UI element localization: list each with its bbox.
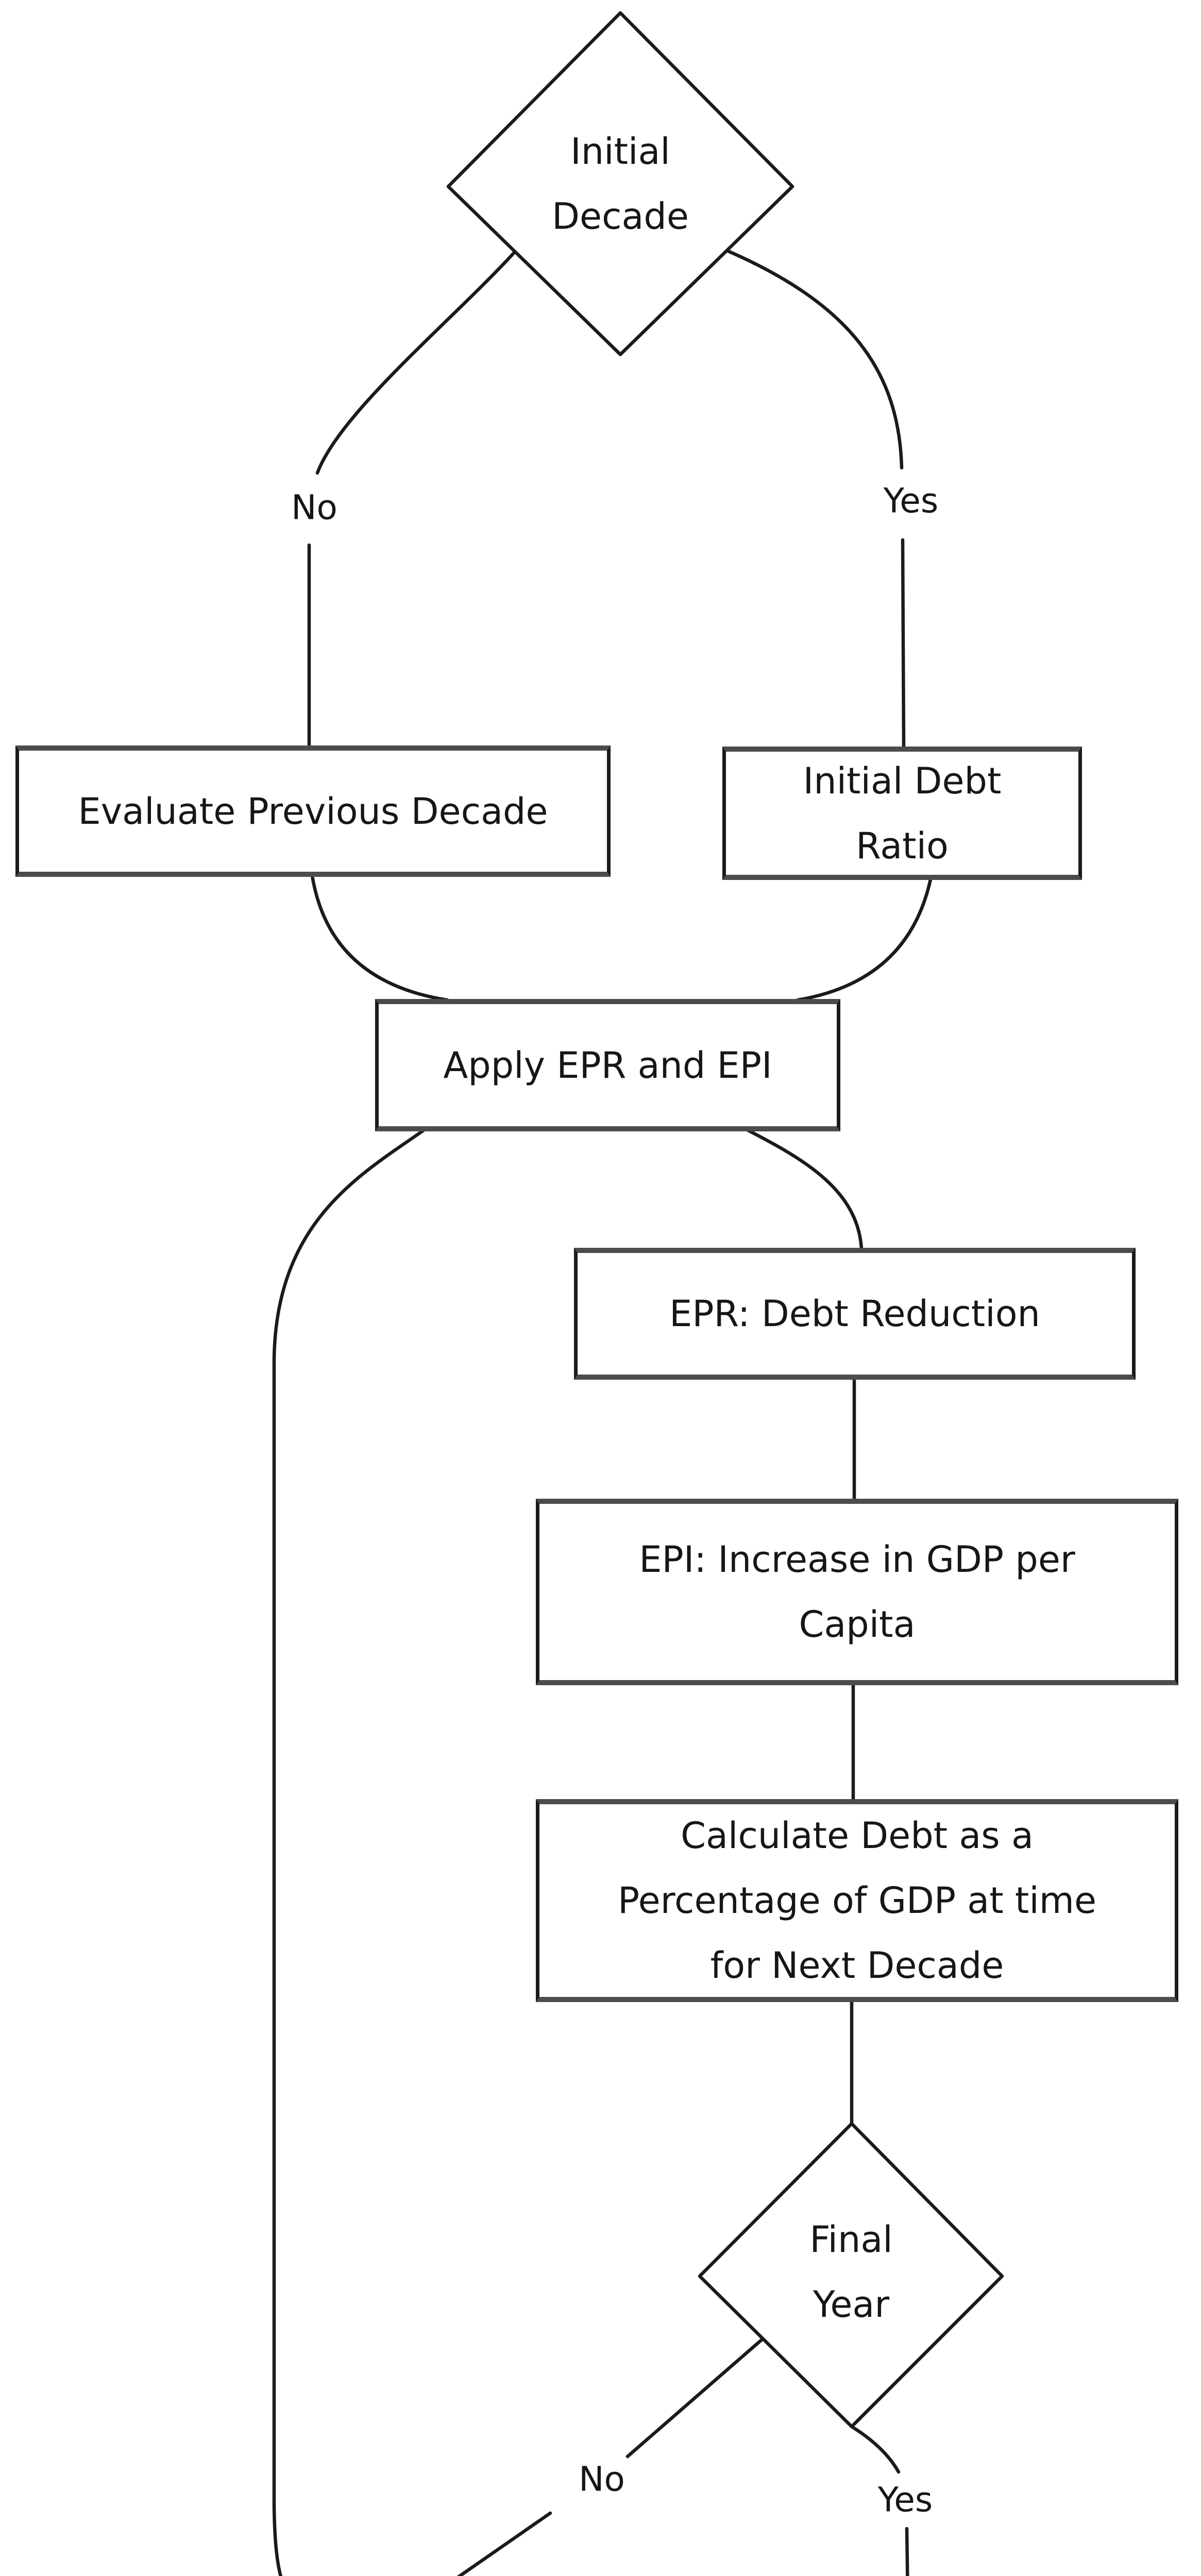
node-apply-epr-epi: Apply EPR and EPI — [375, 999, 840, 1131]
edge-loop-next-decade — [272, 1128, 426, 2576]
edge-ratio-to-apply — [796, 877, 933, 1002]
node-evaluate-previous-decade: Evaluate Previous Decade — [15, 745, 611, 877]
edge-final-yes-lower — [905, 2527, 909, 2576]
edge-initial-yes-lower — [901, 538, 906, 749]
decision-final-year-shape — [698, 2122, 1004, 2429]
node-initial-debt-ratio-label: Initial Debt Ratio — [803, 759, 1002, 867]
edge-label-initial-no: No — [288, 487, 341, 528]
node-apply-epr-epi-label: Apply EPR and EPI — [443, 1044, 772, 1087]
node-evaluate-previous-decade-label: Evaluate Previous Decade — [78, 790, 548, 833]
edge-initial-yes-upper — [724, 248, 904, 470]
edge-label-initial-yes: Yes — [880, 480, 942, 521]
node-epi-increase-gdp-label: EPI: Increase in GDP per Capita — [639, 1538, 1075, 1646]
node-calculate-debt-label: Calculate Debt as a Percentage of GDP at… — [617, 1815, 1097, 1987]
node-initial-debt-ratio: Initial Debt Ratio — [722, 747, 1082, 880]
edge-initial-no-upper — [315, 249, 517, 475]
edge-final-no-upper — [625, 2337, 765, 2459]
edge-apply-to-epr — [746, 1128, 864, 1251]
decision-initial-decade-label: Initial Decade — [552, 130, 689, 238]
edge-evaluate-to-apply — [310, 874, 449, 1002]
node-epi-increase-gdp: EPI: Increase in GDP per Capita — [536, 1499, 1178, 1685]
edge-final-yes-upper — [850, 2425, 901, 2474]
decision-final-year-label: Final Year — [809, 2218, 893, 2326]
node-epr-debt-reduction: EPR: Debt Reduction — [574, 1248, 1136, 1380]
edge-label-final-yes: Yes — [874, 2479, 936, 2520]
edge-final-no-lower — [456, 2511, 552, 2576]
edge-label-final-no: No — [576, 2459, 628, 2500]
node-epr-debt-reduction-label: EPR: Debt Reduction — [669, 1293, 1040, 1335]
decision-initial-decade-shape — [446, 11, 794, 357]
node-calculate-debt: Calculate Debt as a Percentage of GDP at… — [536, 1799, 1178, 2002]
